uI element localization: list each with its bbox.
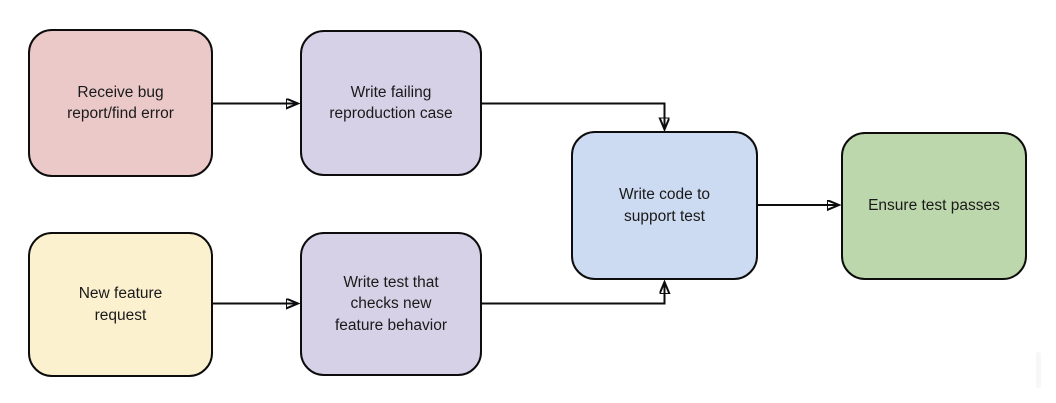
arrow-test-to-code — [482, 283, 665, 305]
node-label: Write failing reproduction case — [329, 83, 453, 122]
vertical-scrollbar-thumb[interactable] — [1036, 352, 1041, 388]
node-label: Write code to support test — [618, 186, 711, 225]
node-label: New feature request — [78, 285, 163, 324]
node-ensure-test-passes: Ensure test passes — [841, 132, 1027, 280]
node-new-feature-request: New feature request — [28, 232, 213, 377]
node-receive-bug-report: Receive bug report/find error — [28, 29, 213, 177]
node-write-failing-reproduction-case: Write failing reproduction case — [300, 30, 482, 176]
node-label: Ensure test passes — [868, 197, 1000, 215]
node-label: Write test that checks new feature behav… — [334, 274, 448, 334]
node-write-code-support-test: Write code to support test — [571, 131, 758, 280]
arrow-reproduction-to-code — [482, 102, 665, 129]
node-label: Receive bug report/find error — [67, 83, 174, 122]
node-write-test-checks-feature: Write test that checks new feature behav… — [300, 232, 482, 376]
